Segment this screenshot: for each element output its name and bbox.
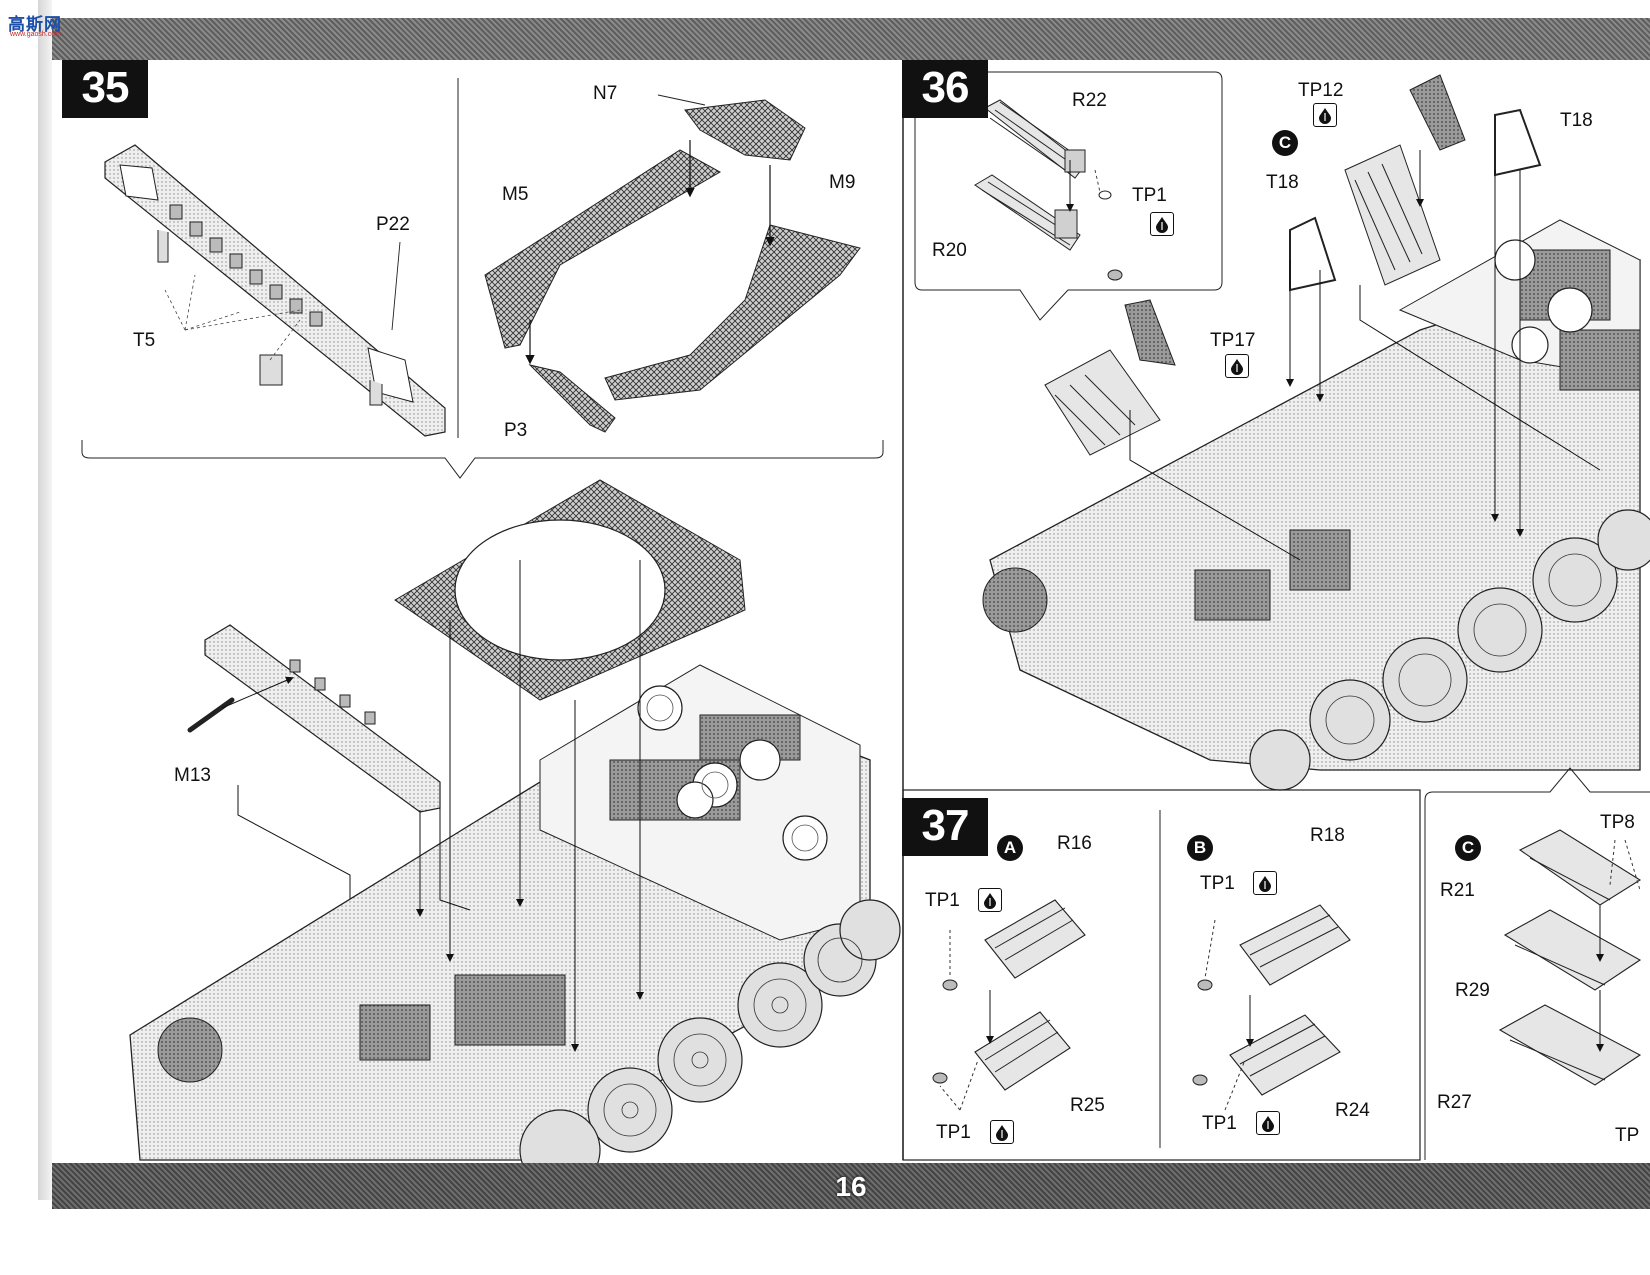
part-label-m5: M5 <box>502 184 529 205</box>
glue-drop-icon <box>1150 212 1174 236</box>
site-logo-url: www.gaosh.com <box>10 31 61 38</box>
site-logo-text: 高斯网 <box>8 15 62 34</box>
part-label-tp17: TP17 <box>1210 330 1256 351</box>
part-label-m13: M13 <box>174 765 211 786</box>
part-label-tp-cut: TP <box>1615 1125 1640 1146</box>
part-label-t5: T5 <box>133 330 156 351</box>
step-36-number: 36 <box>902 60 988 118</box>
glue-drop-icon <box>1225 354 1249 378</box>
part-label-t18-left: T18 <box>1266 172 1299 193</box>
scan-shadow <box>38 0 52 1200</box>
step-37-number: 37 <box>902 798 988 856</box>
marker-b-icon: B <box>1187 835 1213 861</box>
part-label-n7: N7 <box>593 83 618 104</box>
part-label-r29: R29 <box>1455 980 1490 1001</box>
part-label-tp1: TP1 <box>1132 185 1167 206</box>
part-label-tp1-a-top: TP1 <box>925 890 960 911</box>
marker-c-icon: C <box>1455 835 1481 861</box>
part-label-r21: R21 <box>1440 880 1475 901</box>
site-logo: 高斯网 www.gaosh.com <box>8 10 68 40</box>
top-header-band <box>52 18 1650 60</box>
part-label-tp1-a-bottom: TP1 <box>936 1122 971 1143</box>
part-label-r27: R27 <box>1437 1092 1472 1113</box>
part-label-p3: P3 <box>504 420 528 441</box>
part-label-r16: R16 <box>1057 833 1092 854</box>
glue-drop-icon <box>990 1120 1014 1144</box>
part-label-tp1-b-bottom: TP1 <box>1202 1113 1237 1134</box>
marker-a-icon: A <box>997 835 1023 861</box>
part-label-t18-right: T18 <box>1560 110 1593 131</box>
part-label-r20: R20 <box>932 240 967 261</box>
part-label-r22: R22 <box>1072 90 1107 111</box>
marker-c-icon: C <box>1272 130 1298 156</box>
page-footer-band: 16 <box>52 1163 1650 1209</box>
part-label-m9: M9 <box>829 172 856 193</box>
glue-drop-icon <box>1256 1111 1280 1135</box>
glue-drop-icon <box>1313 103 1337 127</box>
part-label-r18: R18 <box>1310 825 1345 846</box>
part-label-tp12: TP12 <box>1298 80 1344 101</box>
part-label-tp1-b-top: TP1 <box>1200 873 1235 894</box>
glue-drop-icon <box>978 888 1002 912</box>
step-35-number: 35 <box>62 60 148 118</box>
page-number: 16 <box>835 1171 867 1202</box>
glue-drop-icon <box>1253 871 1277 895</box>
part-label-r24: R24 <box>1335 1100 1370 1121</box>
part-label-r25: R25 <box>1070 1095 1105 1116</box>
part-label-tp8: TP8 <box>1600 812 1635 833</box>
part-label-p22: P22 <box>376 214 410 235</box>
